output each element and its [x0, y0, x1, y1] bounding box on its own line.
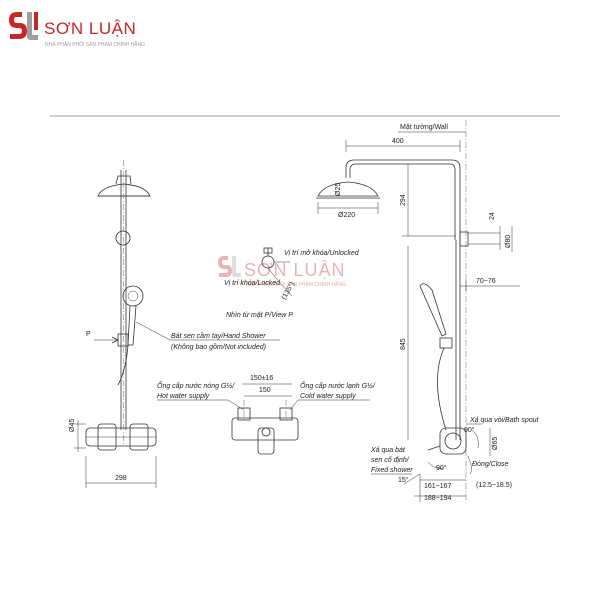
brand-name: SƠN LUẬN: [44, 19, 136, 38]
view-p-label: Nhìn từ mặt P/View P: [226, 312, 293, 319]
dim-150: 150: [259, 387, 271, 394]
overhead-shower-head: [97, 183, 151, 197]
angle-15: 15°: [398, 476, 409, 484]
hand-shower: [117, 285, 144, 386]
unlocked-label: Vị trí mở khóa/Unlocked: [284, 249, 360, 257]
brand-tagline: NHÀ PHÂN PHỐI SẢN PHẨM CHÍNH HÃNG: [45, 41, 145, 48]
dim-25: Ø25: [335, 183, 342, 196]
hand-shower-side: [419, 283, 453, 431]
dim-845: 845: [400, 338, 407, 350]
dim-70-76: 70~76: [476, 278, 496, 285]
watermark-tagline: NHÀ PHÂN PHỐI SẢN PHẨM CHÍNH HÃNG: [246, 281, 346, 288]
front-view: P Bát sen cầm tay/Hand Shower (Không bao…: [69, 160, 280, 488]
locked-label: Vị trí khóa/Locked: [224, 280, 281, 287]
dim-45: Ø45: [69, 419, 76, 432]
watermark-name: SƠN LUẬN: [244, 260, 345, 280]
hot-label-line1: Ống cấp nước nóng G½/: [157, 381, 235, 390]
dim-150-16: 150±16: [250, 375, 273, 382]
fixed-label-line3: Fixed shower: [371, 467, 413, 474]
close-label: Đóng/Close: [472, 461, 509, 468]
supply-detail: 150±16 150 Ống cấp nước nóng G½/ Hot wat…: [157, 375, 376, 455]
dim-80: Ø80: [505, 235, 512, 248]
hot-label-line2: Hot water supply: [157, 393, 210, 400]
mixer-side: [427, 427, 467, 455]
overhead-shower-side: [317, 181, 379, 197]
logo-mark-icon: [9, 12, 38, 40]
dim-188-194: 188~194: [424, 495, 452, 502]
fixed-label-line2: sen cố định/: [371, 456, 410, 464]
angle-90b: 90°: [436, 464, 447, 472]
p-marker: P: [86, 331, 91, 338]
hand-shower-label: Bát sen cầm tay/Hand Shower: [171, 331, 266, 340]
dim-12-5: (12.5~18.5): [476, 482, 512, 489]
hand-shower-note: (Không bao gồm/Not included): [171, 342, 266, 351]
dim-161-167: 161~167: [424, 483, 452, 490]
dim-24: 24: [489, 212, 496, 220]
spout-label: Xả qua vòi/Bath spout: [469, 416, 540, 424]
brand-logo: SƠN LUẬN NHÀ PHÂN PHỐI SẢN PHẨM CHÍNH HÃ…: [9, 12, 145, 48]
cold-label-line2: Cold water supply: [300, 393, 356, 400]
cold-label-line1: Ống cấp nước lạnh G½/: [300, 381, 376, 390]
side-view: Mặt tường/Wall 400 Ø25 Ø220 294 24 Ø80: [316, 120, 540, 502]
mixer-body: [85, 423, 157, 451]
dim-65: Ø65: [492, 437, 499, 450]
wall-label: Mặt tường/Wall: [400, 124, 448, 131]
dim-220: Ø220: [338, 212, 355, 219]
dim-400: 400: [392, 138, 404, 145]
dim-294: 294: [400, 194, 407, 206]
watermark: SƠN LUẬN NHÀ PHÂN PHỐI SẢN PHẨM CHÍNH HÃ…: [218, 256, 346, 288]
dim-298: 298: [115, 475, 127, 482]
angle-90a: 90°: [464, 426, 475, 434]
fixed-label-line1: Xả qua bát: [370, 446, 406, 454]
